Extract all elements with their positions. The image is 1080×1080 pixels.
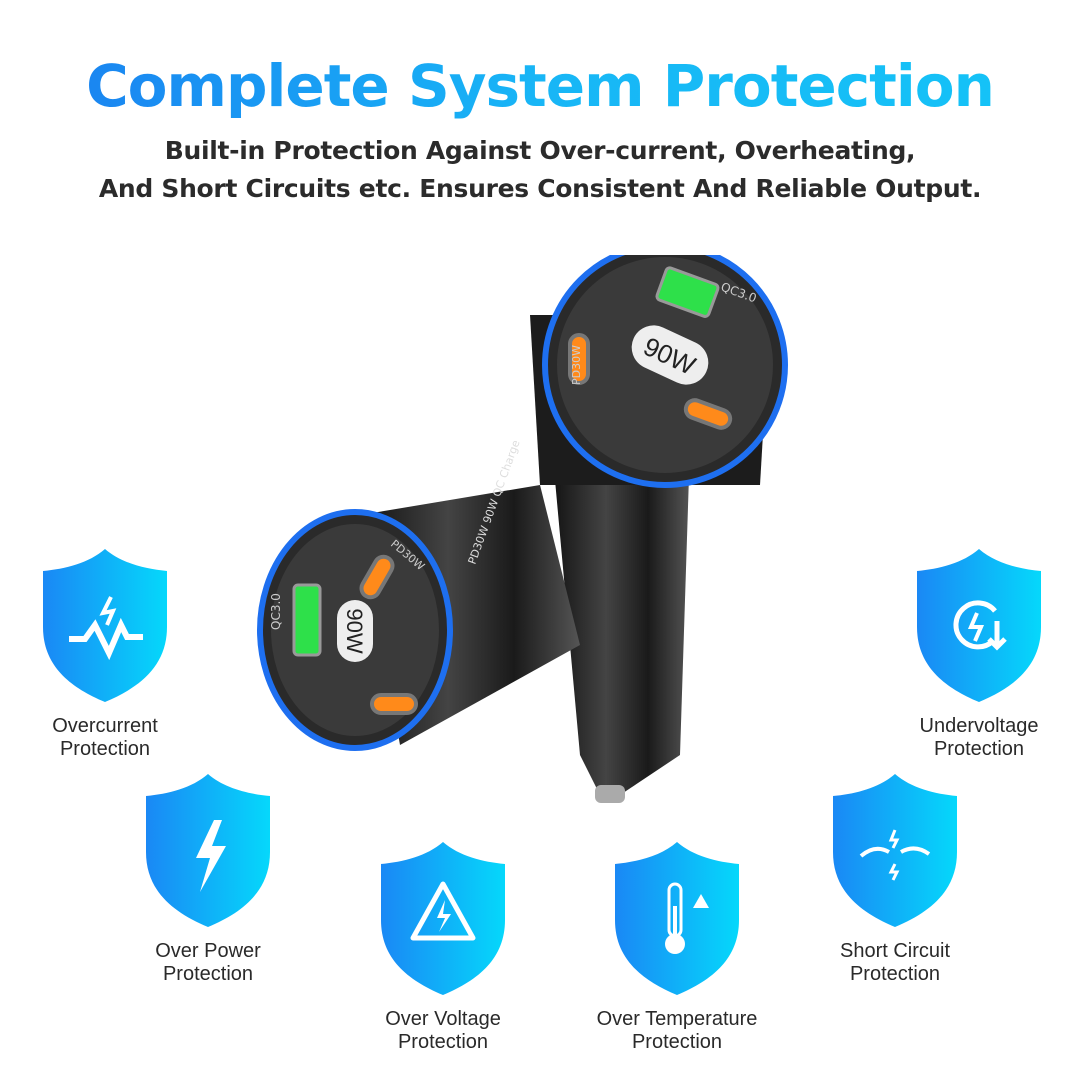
subtitle-line-1: Built-in Protection Against Over-current…: [164, 136, 916, 165]
car-charger-image: 90W QC3.0 PD30W 90W QC3.0 PD30W PD30W 90…: [257, 255, 788, 803]
feature-label-line1: Over Power: [155, 940, 261, 962]
feature-label-line1: Short Circuit: [839, 940, 951, 962]
feature-label-line2: Protection: [631, 1031, 723, 1053]
warning-icon: [410, 881, 476, 941]
feature-label-line1: Over Temperature: [596, 1008, 758, 1030]
feature-label-line2: Protection: [162, 963, 254, 985]
lightning-icon: [196, 820, 226, 892]
feature-label-line2: Protection: [59, 738, 151, 760]
overcurrent-icon: [69, 596, 143, 661]
short-circuit-icon: [859, 829, 931, 881]
usb-c-label-back: PD30W: [570, 345, 583, 385]
shield-icon: [831, 772, 959, 928]
shield-icon: [379, 840, 507, 996]
feature-label-line1: Overcurrent: [52, 715, 158, 737]
page-title: Complete System Protection: [0, 52, 1080, 120]
shield-icon: [613, 840, 741, 996]
feature-label-line2: Protection: [397, 1031, 489, 1053]
shield-icon: [144, 772, 272, 928]
feature-label-line2: Protection: [933, 738, 1025, 760]
thermometer-icon: [665, 882, 709, 954]
usb-a-label-front: QC3.0: [269, 593, 283, 630]
shield-icon: [41, 547, 169, 703]
subtitle-line-2: And Short Circuits etc. Ensures Consiste…: [98, 174, 982, 203]
feature-label-line2: Protection: [849, 963, 941, 985]
power-label-front: 90W: [342, 608, 367, 653]
feature-label-line1: Undervoltage: [919, 715, 1039, 737]
feature-label-line1: Over Voltage: [385, 1008, 501, 1030]
undervoltage-icon: [953, 600, 1007, 651]
shield-icon: [915, 547, 1043, 703]
